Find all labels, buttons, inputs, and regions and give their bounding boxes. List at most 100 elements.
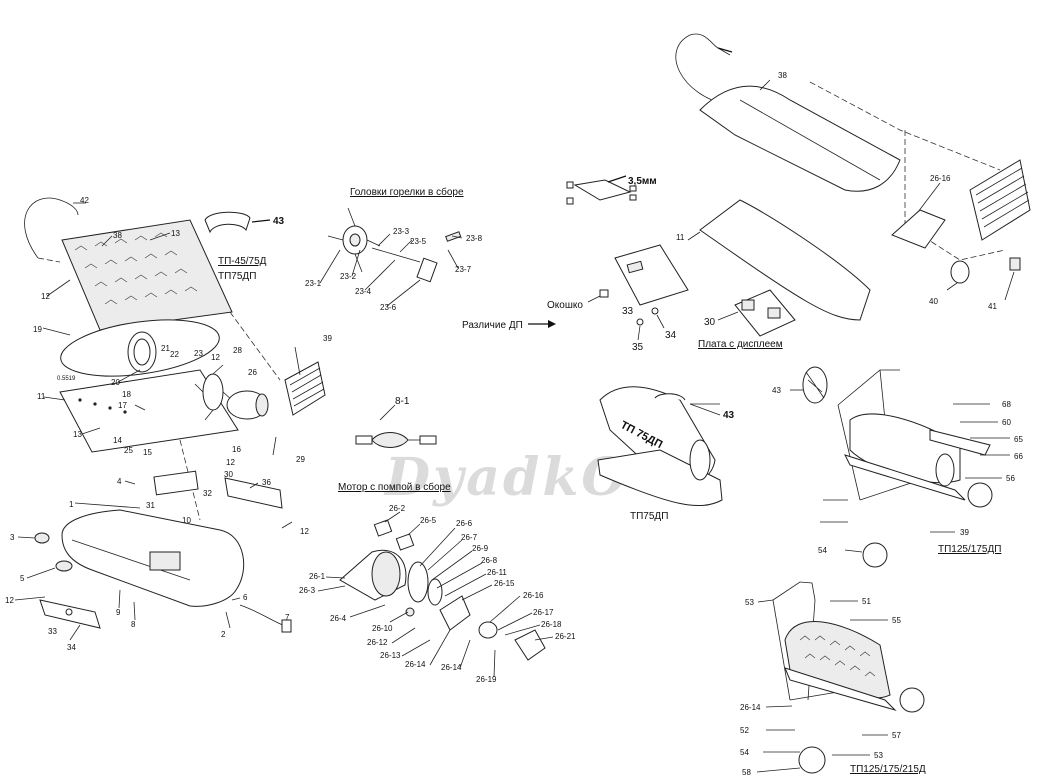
callout-33-right: 33 bbox=[622, 306, 634, 317]
callout-31: 31 bbox=[146, 501, 155, 510]
electrode-left-terminal bbox=[355, 435, 373, 445]
callout-11-right: 11 bbox=[676, 233, 685, 242]
fan-blade-28 bbox=[194, 364, 233, 421]
tp75dp-guard bbox=[689, 439, 711, 481]
callout-53: 54 bbox=[818, 546, 827, 555]
power-cord-7 bbox=[239, 604, 286, 627]
callout-54-b: 57 bbox=[892, 731, 901, 740]
callout-51: 53 bbox=[745, 598, 754, 607]
tp75dp-assembled-view: ТП 75ДП 43 ТП75ДП bbox=[597, 386, 735, 522]
callout-11: 11 bbox=[37, 392, 46, 401]
pump-ring-26-9 bbox=[427, 578, 443, 606]
filter-cap-26-21 bbox=[514, 629, 546, 661]
callout-26-18: 26-18 bbox=[541, 620, 562, 629]
tp75dp-handle bbox=[654, 393, 686, 401]
callout-1: 1 bbox=[69, 500, 74, 509]
dp-rear-panel-26-16 bbox=[891, 209, 946, 249]
callout-26-15: 26-15 bbox=[494, 579, 515, 588]
callout-52: 26-14 bbox=[740, 703, 761, 712]
callout-3: 3 bbox=[10, 533, 15, 542]
brush-26-2 bbox=[373, 519, 393, 537]
carry-handle-wire bbox=[24, 197, 79, 259]
window-piece bbox=[599, 289, 609, 298]
callout-60: 68 bbox=[1002, 400, 1011, 409]
dp-control-panel-33 bbox=[614, 244, 689, 306]
callout-22: 22 bbox=[170, 350, 179, 359]
callout-26-14-right: 55 bbox=[892, 616, 901, 625]
callout-26-9: 26-9 bbox=[472, 544, 489, 553]
callout-26-11: 26-11 bbox=[487, 568, 507, 577]
title-burner-assembly: Головки горелки в сборе bbox=[350, 186, 464, 198]
callout-34-right: 34 bbox=[665, 330, 677, 341]
tp215-front-wheel bbox=[798, 746, 826, 774]
callout-15: 15 bbox=[143, 448, 152, 457]
dp-switch-41 bbox=[1009, 257, 1021, 271]
label-3-5mm: 3,5мм bbox=[628, 176, 657, 187]
callout-35: 35 bbox=[632, 342, 644, 353]
tp125-tank bbox=[844, 454, 966, 501]
callout-18: 18 bbox=[122, 390, 131, 399]
callout-23-8: 23-8 bbox=[466, 234, 483, 243]
callout-53-b: 54 bbox=[740, 748, 749, 757]
callout-40: 40 bbox=[929, 297, 938, 306]
electrode-body bbox=[371, 432, 409, 448]
callout-54: 39 bbox=[960, 528, 969, 537]
tp125-frame bbox=[837, 369, 921, 501]
electrode-view: 8-1 bbox=[355, 396, 437, 448]
callout-58: 53 bbox=[874, 751, 883, 760]
left-exploded-view: 42 38 13 12 19 21 22 23 28 26 12 20 18 1… bbox=[5, 196, 332, 652]
dp-dash-outline bbox=[809, 81, 1006, 261]
callout-39: 39 bbox=[323, 334, 332, 343]
tp215-frame bbox=[772, 581, 851, 701]
callout-23-5: 23-5 bbox=[410, 237, 427, 246]
burner-fan-23-1 bbox=[327, 207, 381, 273]
callout-56: 66 bbox=[1014, 452, 1023, 461]
watermark: DyadkO bbox=[383, 447, 630, 508]
callout-26-14b: 26-14 bbox=[441, 663, 462, 672]
callout-26-19: 26-19 bbox=[476, 675, 497, 684]
label-window: Окошко bbox=[547, 300, 583, 311]
callout-13b: 13 bbox=[73, 430, 82, 439]
callout-26-4: 26-4 bbox=[330, 614, 347, 623]
burner-assembly-view: Головки горелки в сборе 23-3 23-5 23-8 2… bbox=[305, 186, 483, 312]
callout-2: 2 bbox=[221, 630, 226, 639]
callout-12b: 12 bbox=[211, 353, 220, 362]
callout-7: 7 bbox=[285, 613, 290, 622]
callout-9: 9 bbox=[116, 608, 121, 617]
callout-26-6: 26-6 bbox=[456, 519, 473, 528]
callout-59: 58 bbox=[742, 768, 751, 777]
label-display-board: Плата с дисплеем bbox=[698, 339, 783, 350]
callout-28: 28 bbox=[233, 346, 242, 355]
callout-26-16-right: 26-16 bbox=[930, 174, 951, 183]
top-handle-group: 43 ТП-45/75Д ТП75ДП bbox=[204, 211, 285, 282]
pump-rotor-26-7 bbox=[407, 561, 429, 603]
tank-fitting bbox=[149, 551, 181, 571]
callout-13: 13 bbox=[171, 229, 180, 238]
handle-43 bbox=[204, 211, 251, 234]
dp-lower-shell-11 bbox=[699, 199, 871, 321]
callout-25: 25 bbox=[124, 446, 133, 455]
callout-26-14a: 26-14 bbox=[405, 660, 426, 669]
callout-33: 33 bbox=[48, 627, 57, 636]
label-tp45-75d: ТП-45/75Д bbox=[218, 256, 267, 267]
motor-pump-assembly-view: Мотор с помпой в сборе bbox=[299, 481, 576, 684]
electrode-right-terminal bbox=[419, 435, 437, 445]
callout-23-3: 23-3 bbox=[393, 227, 410, 236]
dp-knob-40 bbox=[950, 260, 970, 284]
dp-carry-handle bbox=[675, 33, 731, 106]
callout-41: 41 bbox=[988, 302, 997, 311]
tp215-rear-wheel bbox=[899, 687, 925, 713]
callout-23-4: 23-4 bbox=[355, 287, 372, 296]
callout-10: 10 bbox=[182, 516, 191, 525]
callout-26-3: 26-3 bbox=[299, 586, 316, 595]
callout-38: 38 bbox=[113, 231, 122, 240]
callout-26-17: 26-17 bbox=[533, 608, 554, 617]
tp125-175-215d-view: 53 51 55 26-14 52 57 54 53 58 ТП125/175/… bbox=[740, 581, 926, 777]
tp215-tank bbox=[784, 667, 897, 712]
callout-12e: 12 bbox=[300, 527, 309, 536]
callout-17: 17 bbox=[118, 401, 127, 410]
callout-36: 36 bbox=[262, 478, 271, 487]
callout-66: 65 bbox=[1014, 435, 1023, 444]
control-board-30 bbox=[153, 470, 199, 496]
